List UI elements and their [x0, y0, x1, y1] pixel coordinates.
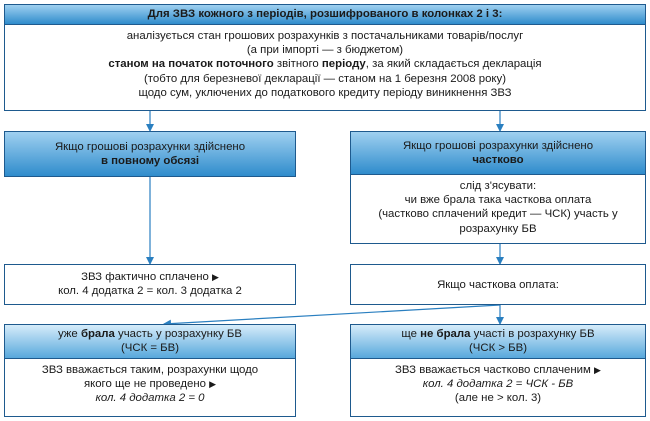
top-line-5: щодо сум, уключених до податкового креди… [138, 86, 512, 99]
right-branch-header: Якщо грошові розрахунки здійснено частко… [351, 132, 645, 175]
bottom-left-header-line-1: уже брала участь у розрахунку БВ [5, 327, 295, 341]
left-branch-header-line-1: Якщо грошові розрахунки здійснено [54, 141, 246, 153]
right-body-line-2: чи вже брала така часткова оплата [404, 194, 592, 207]
partial-payment-label: Якщо часткова оплата: [437, 279, 559, 291]
left-result-text: ЗВЗ фактично сплачено [81, 271, 209, 283]
play-arrow-icon: ▶ [594, 365, 601, 375]
bottom-left-body-text: якого ще не проведено [83, 378, 206, 391]
bottom-right-header-bold: не брала [420, 328, 471, 340]
play-arrow-icon: ▶ [209, 379, 217, 390]
top-line-3: станом на початок поточного звітного пер… [5, 57, 645, 71]
bottom-right-body-line-3: (але не > кол. 3) [454, 392, 542, 405]
bottom-left-header-text-2: участь у розрахунку БВ [114, 328, 243, 340]
bottom-left-box: уже брала участь у розрахунку БВ (ЧСК = … [4, 324, 296, 417]
right-body-line-3: (частково сплачений кредит — ЧСК) участь… [378, 208, 618, 221]
bottom-right-header-text-2: участі в розрахунку БВ [470, 328, 595, 340]
left-result-line-1: ЗВЗ фактично сплачено ▶ [5, 270, 295, 284]
right-body-line-1: слід з'ясувати: [459, 180, 537, 192]
top-box-title: Для ЗВЗ кожного з періодів, розшифровано… [5, 5, 645, 25]
left-result-line-2: кол. 4 додатка 2 = кол. 3 додатка 2 [58, 285, 242, 298]
top-line-2: (а при імпорті — з бюджетом) [246, 44, 404, 57]
left-result-box: ЗВЗ фактично сплачено ▶ кол. 4 додатка 2… [4, 264, 296, 305]
bottom-left-header-bold: брала [80, 328, 115, 340]
bottom-right-body: ЗВЗ вважається частково сплаченим ▶ кол.… [351, 359, 645, 406]
top-line-3-text: звітного [273, 58, 322, 71]
bottom-right-body-line-1: ЗВЗ вважається частково сплаченим ▶ [351, 363, 645, 377]
right-body-line-4: розрахунку БВ [459, 222, 537, 235]
play-arrow-icon: ▶ [212, 272, 219, 282]
left-branch-box: Якщо грошові розрахунки здійснено в повн… [4, 131, 296, 177]
bottom-left-formula: кол. 4 додатка 2 = 0 [95, 392, 205, 405]
top-line-3-bold-1: станом на початок поточного [108, 58, 274, 71]
arrow-partial-to-bottom-left [163, 304, 501, 328]
bottom-left-header-text-1: уже [57, 328, 81, 340]
top-line-4: (тобто для березневої декларації — стано… [143, 72, 507, 85]
bottom-left-header-line-2: (ЧСК = БВ) [120, 342, 180, 354]
bottom-right-header-text-1: ще [401, 328, 421, 340]
bottom-left-header: уже брала участь у розрахунку БВ (ЧСК = … [5, 325, 295, 359]
bottom-left-body: ЗВЗ вважається таким, розрахунки щодо як… [5, 359, 295, 406]
bottom-right-header: ще не брала участі в розрахунку БВ (ЧСК … [351, 325, 645, 359]
top-line-1: аналізується стан грошових розрахунків з… [126, 30, 524, 42]
bottom-left-body-line-1: ЗВЗ вважається таким, розрахунки щодо [41, 364, 259, 376]
bottom-right-body-text: ЗВЗ вважається частково сплаченим [395, 364, 591, 376]
right-branch-box: Якщо грошові розрахунки здійснено частко… [350, 131, 646, 244]
left-branch-header-line-2: в повному обсязі [100, 155, 200, 167]
bottom-right-formula: кол. 4 додатка 2 = ЧСК - БВ [422, 378, 574, 391]
top-line-3-tail: , за який складається декларація [365, 58, 542, 71]
partial-payment-box: Якщо часткова оплата: [350, 264, 646, 305]
top-line-3-bold-2: періоду [321, 58, 366, 71]
bottom-right-header-line-1: ще не брала участі в розрахунку БВ [351, 327, 645, 341]
right-branch-body: слід з'ясувати: чи вже брала така частко… [351, 175, 645, 236]
top-box: Для ЗВЗ кожного з періодів, розшифровано… [4, 4, 646, 111]
right-branch-header-line-1: Якщо грошові розрахунки здійснено [402, 140, 594, 152]
right-branch-header-line-2: частково [472, 154, 524, 166]
bottom-right-box: ще не брала участі в розрахунку БВ (ЧСК … [350, 324, 646, 417]
top-box-body: аналізується стан грошових розрахунків з… [5, 25, 645, 100]
left-branch-header: Якщо грошові розрахунки здійснено в повн… [5, 132, 295, 176]
bottom-right-header-line-2: (ЧСК > БВ) [468, 342, 528, 354]
bottom-left-body-line-2: якого ще не проведено ▶ [5, 377, 295, 391]
